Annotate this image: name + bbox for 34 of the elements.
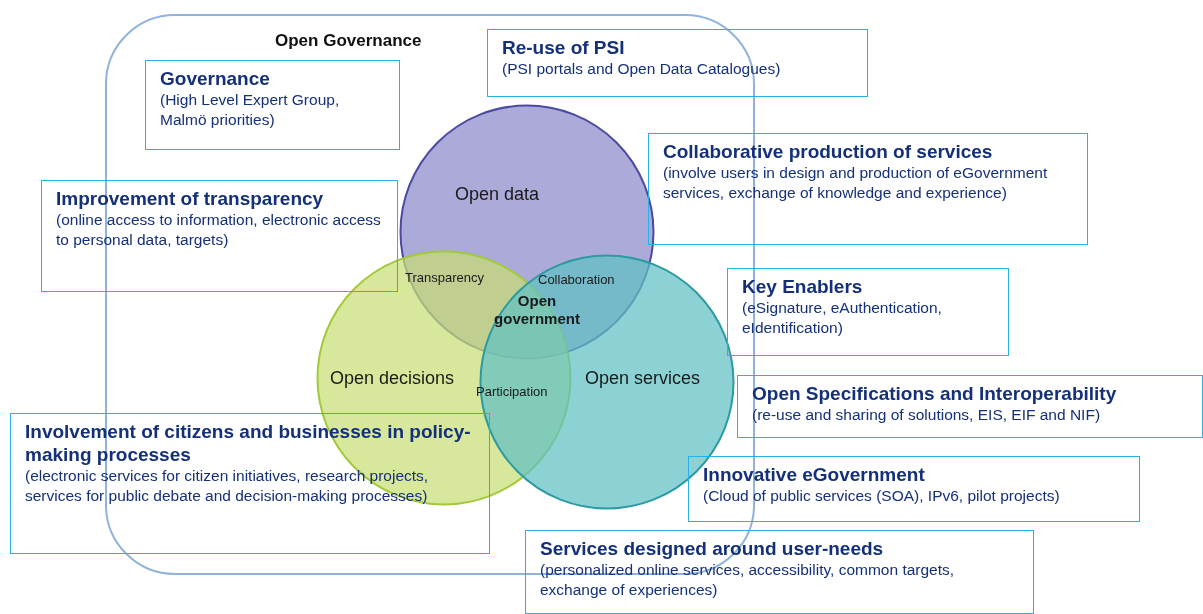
text-box xyxy=(688,456,1140,522)
box-description: (re-use and sharing of solutions, EIS, EIF and NIF) xyxy=(752,405,1102,425)
box-description: (personalized online services, accessibility, common targets, exchange of experiences) xyxy=(540,560,956,600)
box-description: (involve users in design and production of eGovernment services, exchange of knowledge and experience) xyxy=(663,163,1049,203)
circle-label: Open data xyxy=(455,184,540,205)
text-box xyxy=(525,530,1034,614)
text-box xyxy=(41,180,398,292)
text-box xyxy=(487,29,868,97)
center-label: Open government xyxy=(493,292,581,328)
box-description: (online access to information, electronic access to personal data, targets) xyxy=(56,210,382,250)
box-heading: Improvement of transparency xyxy=(56,187,325,210)
box-heading: Innovative eGovernment xyxy=(703,463,926,486)
box-heading: Governance xyxy=(160,67,271,90)
box-heading: Collaborative production of services xyxy=(663,140,994,163)
text-box xyxy=(727,268,1009,356)
circle-label: Open decisions xyxy=(330,368,455,389)
box-description: (High Level Expert Group, Malmö priorities) xyxy=(160,90,341,130)
text-box xyxy=(737,375,1203,438)
box-description: (PSI portals and Open Data Catalogues) xyxy=(502,59,782,79)
box-heading: Services designed around user-needs xyxy=(540,537,885,560)
box-description: (eSignature, eAuthentication, eIdentification) xyxy=(742,298,943,338)
text-box xyxy=(10,413,490,554)
box-heading: Re-use of PSI xyxy=(502,36,626,59)
overlap-label: Transparency xyxy=(405,270,484,285)
text-box xyxy=(145,60,400,150)
box-heading: Key Enablers xyxy=(742,275,864,298)
overlap-label: Collaboration xyxy=(538,272,615,287)
box-heading: Open Specifications and Interoperability xyxy=(752,382,1118,405)
circle-label: Open services xyxy=(585,368,701,389)
box-description: (Cloud of public services (SOA), IPv6, pilot projects) xyxy=(703,486,1061,506)
box-heading: Involvement of citizens and businesses in policy-making processes xyxy=(25,420,472,466)
frame-heading: Open Governance xyxy=(275,31,422,51)
text-box xyxy=(648,133,1088,245)
overlap-label: Participation xyxy=(476,384,548,399)
